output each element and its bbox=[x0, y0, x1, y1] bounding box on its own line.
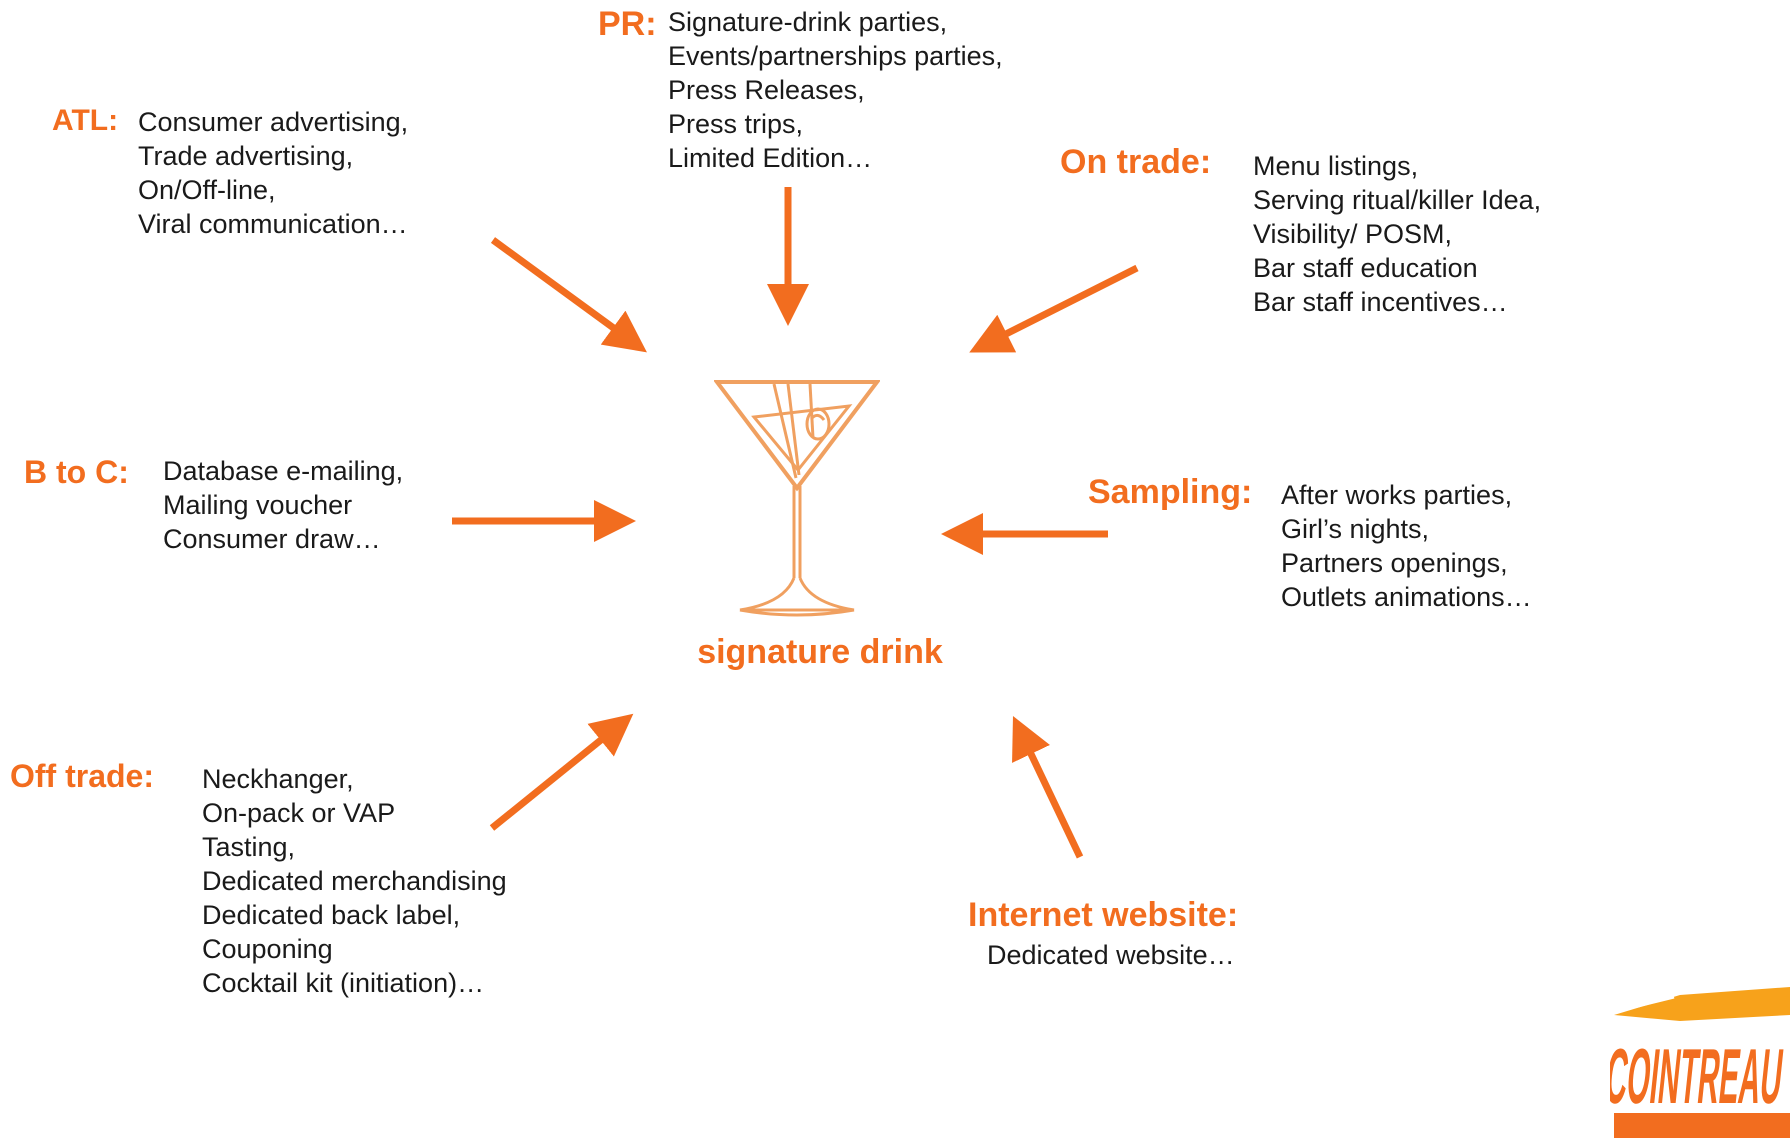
list-item: Limited Edition… bbox=[668, 143, 873, 173]
group-pr-label: PR: bbox=[598, 5, 657, 43]
list-item: Bar staff education bbox=[1253, 253, 1478, 283]
group-on-trade-items: Menu listings, Serving ritual/killer Ide… bbox=[1253, 149, 1541, 319]
list-item: Cocktail kit (initiation)… bbox=[202, 968, 485, 998]
group-internet-label: Internet website: bbox=[968, 896, 1239, 934]
list-item: Viral communication… bbox=[138, 209, 408, 239]
list-item: Dedicated back label, bbox=[202, 900, 461, 930]
group-b-to-c-label: B to C: bbox=[24, 454, 129, 490]
list-item: Menu listings, bbox=[1253, 151, 1419, 181]
list-item: Girl’s nights, bbox=[1281, 514, 1430, 544]
list-item: Press Releases, bbox=[668, 75, 865, 105]
list-item: Visibility/ POSM, bbox=[1253, 219, 1453, 249]
list-item: Consumer draw… bbox=[163, 524, 381, 554]
group-off-trade-label: Off trade: bbox=[10, 758, 154, 794]
list-item: Mailing voucher bbox=[163, 490, 353, 520]
group-atl-label: ATL: bbox=[52, 104, 119, 137]
list-item: Outlets animations… bbox=[1281, 582, 1532, 612]
list-item: Trade advertising, bbox=[138, 141, 354, 171]
list-item: Database e-mailing, bbox=[163, 456, 404, 486]
list-item: Partners openings, bbox=[1281, 548, 1508, 578]
list-item: On-pack or VAP bbox=[202, 798, 396, 828]
list-item: Tasting, bbox=[202, 832, 296, 862]
list-item: Consumer advertising, bbox=[138, 107, 409, 137]
group-b-to-c-items: Database e-mailing, Mailing voucher Cons… bbox=[163, 454, 403, 556]
arrow-atl bbox=[490, 237, 647, 353]
arrow-on-trade bbox=[969, 264, 1139, 353]
arrow-internet bbox=[1012, 716, 1084, 859]
group-sampling-items: After works parties, Girl’s nights, Part… bbox=[1281, 478, 1532, 614]
group-internet-items: Dedicated website… bbox=[987, 938, 1235, 972]
list-item: Serving ritual/killer Idea, bbox=[1253, 185, 1542, 215]
list-item: Bar staff incentives… bbox=[1253, 287, 1508, 317]
list-item: Dedicated merchandising bbox=[202, 866, 507, 896]
center-label: signature drink bbox=[697, 633, 943, 671]
list-item: Couponing bbox=[202, 934, 333, 964]
group-sampling-label: Sampling: bbox=[1088, 473, 1253, 511]
list-item: Events/partnerships parties, bbox=[668, 41, 1003, 71]
cointreau-logo: COINTREAU bbox=[1610, 987, 1790, 1138]
group-on-trade-label: On trade: bbox=[1060, 143, 1212, 181]
list-item: On/Off-line, bbox=[138, 175, 276, 205]
list-item: Press trips, bbox=[668, 109, 804, 139]
arrow-off-trade bbox=[489, 713, 634, 831]
group-atl-items: Consumer advertising, Trade advertising,… bbox=[138, 105, 408, 241]
list-item: Signature-drink parties, bbox=[668, 7, 948, 37]
list-item: After works parties, bbox=[1281, 480, 1513, 510]
list-item: Neckhanger, bbox=[202, 764, 354, 794]
list-item: Dedicated website… bbox=[987, 940, 1235, 970]
cocktail-glass-icon bbox=[714, 380, 880, 617]
svg-text:COINTREAU: COINTREAU bbox=[1610, 1032, 1787, 1120]
group-pr-items: Signature-drink parties, Events/partners… bbox=[668, 5, 1003, 175]
group-off-trade-items: Neckhanger, On-pack or VAP Tasting, Dedi… bbox=[202, 762, 507, 1000]
